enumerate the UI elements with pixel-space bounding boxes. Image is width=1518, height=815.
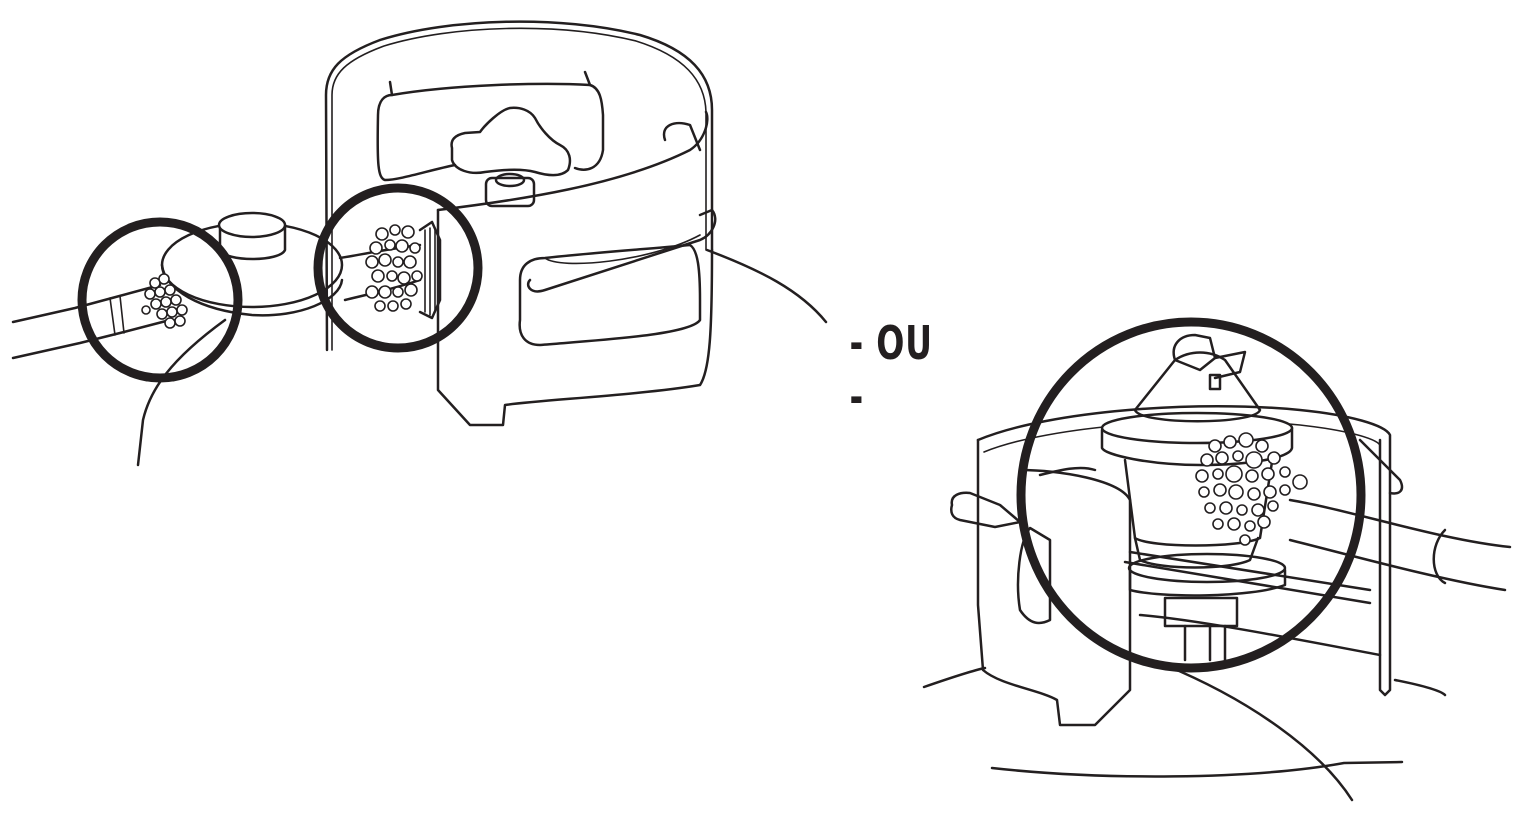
clip-on-regulator bbox=[1100, 333, 1512, 662]
valve-handwheel bbox=[450, 106, 572, 208]
highlight-ring-hose-connection bbox=[77, 217, 243, 383]
bottle-shoulder-right bbox=[1393, 678, 1447, 697]
bottle-shoulder-right bbox=[705, 248, 828, 324]
bottle-seam bbox=[1163, 663, 1354, 802]
bottle-shoulder-left bbox=[922, 666, 987, 689]
bottle-collar bbox=[324, 20, 717, 427]
leak-bubbles-hose-connection bbox=[141, 273, 188, 329]
bottle-collar bbox=[950, 405, 1404, 727]
bottle-body-curve bbox=[990, 760, 1404, 778]
highlight-ring-valve-connection bbox=[313, 183, 483, 353]
leak-bubbles-regulator bbox=[1195, 432, 1308, 546]
highlight-ring-regulator bbox=[1016, 317, 1366, 673]
or-separator-label: - OU - bbox=[849, 316, 933, 424]
leak-bubbles-valve-connection bbox=[365, 220, 442, 320]
